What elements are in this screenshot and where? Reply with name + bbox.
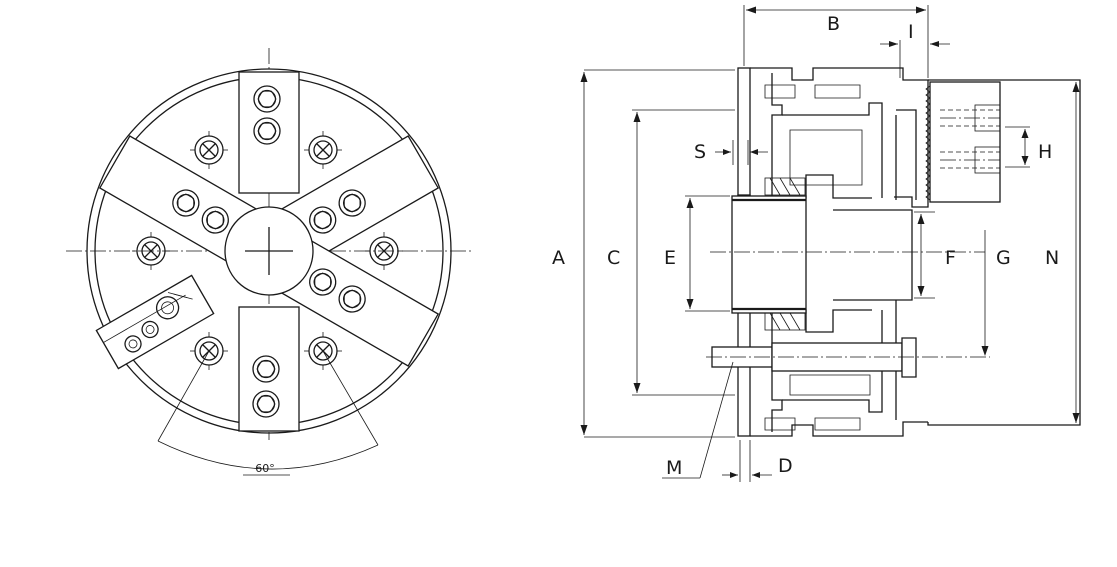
dim-label-m: M bbox=[666, 457, 682, 479]
dimension-labels: A C E F G N B I H S D M bbox=[552, 13, 1059, 479]
dim-label-e: E bbox=[664, 247, 676, 269]
jaw-bottom bbox=[238, 306, 300, 432]
section-view: A C E F G N B I H S D M bbox=[552, 5, 1081, 482]
dim-label-d: D bbox=[778, 455, 793, 477]
serrated-jaw bbox=[925, 81, 1001, 203]
dim-label-c: C bbox=[607, 247, 620, 269]
dim-label-b: B bbox=[827, 13, 840, 35]
dimension-lines bbox=[580, 5, 1080, 482]
dim-label-i: I bbox=[908, 21, 914, 43]
draw-tube bbox=[731, 195, 807, 314]
bushing-top bbox=[764, 177, 806, 196]
bolt-m bbox=[706, 337, 990, 378]
chuck-body-section bbox=[750, 67, 1081, 437]
dim-label-g: G bbox=[996, 247, 1011, 269]
angle-label: 60° bbox=[255, 462, 275, 475]
adjustment-key-block bbox=[95, 274, 215, 370]
jaw-top bbox=[238, 71, 300, 194]
front-view: 60° bbox=[66, 48, 472, 476]
dim-label-a: A bbox=[552, 247, 565, 269]
bushing-bottom bbox=[764, 312, 806, 331]
angle-dimension: 60° bbox=[157, 350, 379, 476]
dim-label-h: H bbox=[1038, 141, 1052, 163]
dim-label-n: N bbox=[1045, 247, 1059, 269]
dim-label-s: S bbox=[694, 141, 706, 163]
dim-label-f: F bbox=[945, 247, 956, 269]
